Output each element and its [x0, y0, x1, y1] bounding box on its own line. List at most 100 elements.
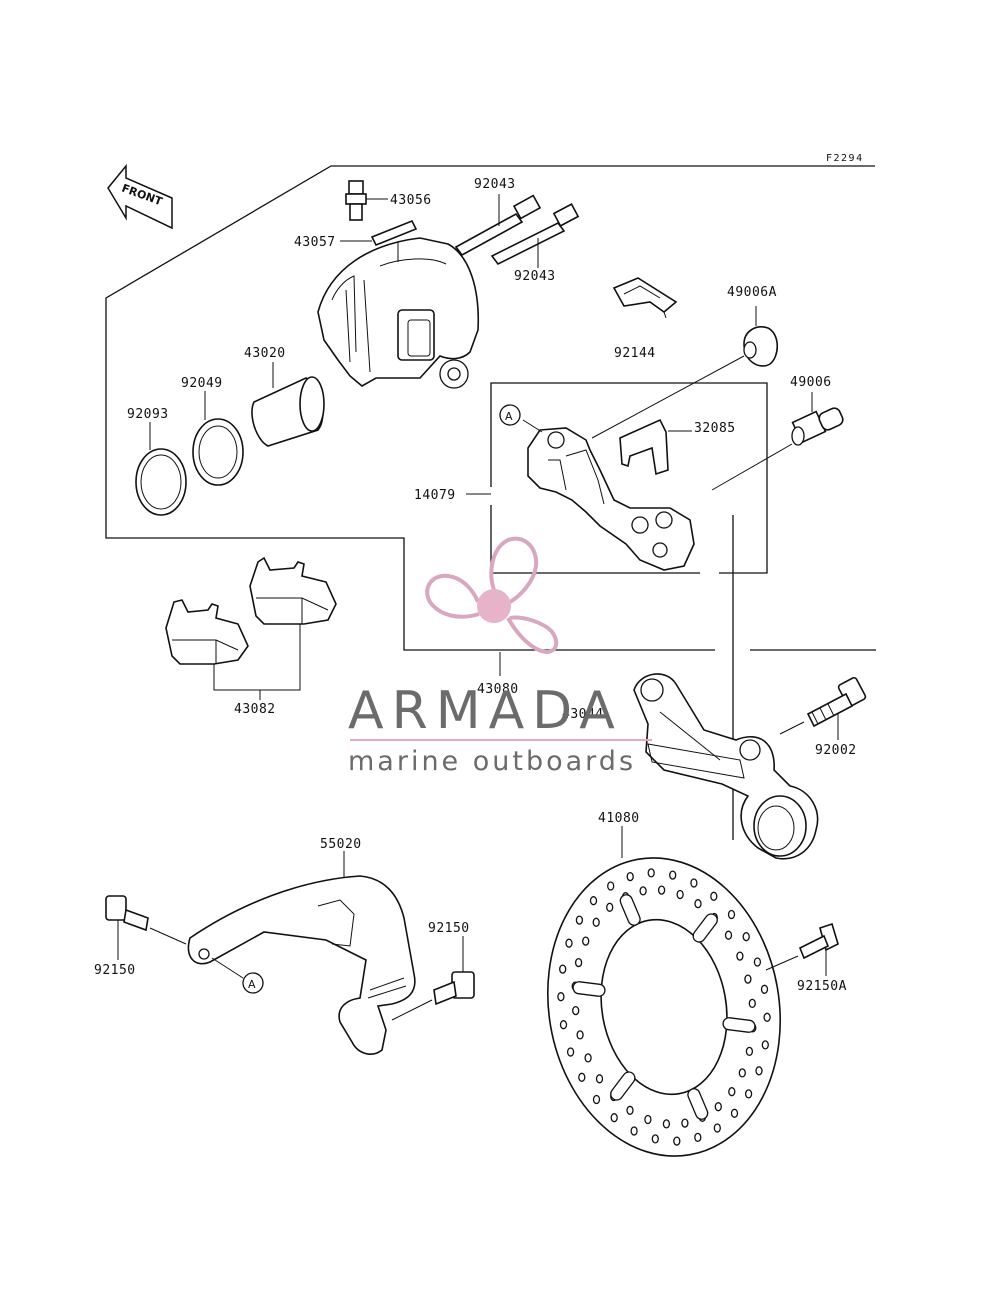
label-92150-left: 92150 [94, 963, 136, 978]
disc-drill-hole [592, 917, 600, 927]
callout-a-lower: A [211, 957, 264, 994]
disc-drill-hole [657, 885, 666, 895]
disc-drill-hole [710, 891, 718, 901]
label-92043-lower: 92043 [514, 269, 556, 284]
label-43082: 43082 [234, 702, 276, 717]
disc-drill-hole [610, 1113, 618, 1123]
disc-guard [187, 851, 416, 1055]
disc-drill-hole [578, 1072, 586, 1082]
pad-retainer [619, 418, 692, 476]
label-14079: 14079 [414, 488, 456, 503]
svg-text:A: A [505, 410, 513, 423]
label-92043-upper: 92043 [474, 177, 516, 192]
label-92144: 92144 [614, 346, 656, 361]
disc-drill-hole [566, 1047, 575, 1057]
disc-drill-hole [651, 1134, 659, 1144]
label-43020: 43020 [244, 346, 286, 361]
front-arrow-icon: FRONT [107, 163, 173, 230]
label-32085: 32085 [694, 421, 736, 436]
disc-drill-hole [727, 909, 736, 920]
disc-drill-hole [748, 998, 756, 1009]
disc-drill-hole [673, 1136, 681, 1146]
disc-slot [687, 1088, 709, 1120]
disc-bolt [765, 922, 839, 976]
disc-slot [722, 1017, 756, 1033]
pad-pin [340, 219, 418, 247]
disc-drill-hole [647, 868, 655, 878]
slide-pin-lower [490, 203, 580, 268]
brand-name: ARMADA [348, 681, 623, 741]
disc-drill-hole [662, 1119, 671, 1129]
label-49006A: 49006A [727, 285, 777, 300]
group-frame [105, 165, 876, 840]
piston [251, 362, 325, 447]
disc-drill-hole [681, 1118, 689, 1128]
disc-drill-hole [736, 951, 744, 961]
svg-text:A: A [248, 978, 256, 991]
label-92002: 92002 [815, 743, 857, 758]
disc-drill-hole [744, 1089, 753, 1099]
guard-bolt-right [391, 936, 475, 1021]
disc-drill-hole [763, 1012, 771, 1022]
disc-slot [692, 913, 718, 943]
disc-drill-hole [745, 1046, 754, 1057]
label-43057: 43057 [294, 235, 336, 250]
dust-seal [135, 422, 187, 516]
disc-drill-hole [694, 1132, 702, 1143]
disc-drill-hole [572, 1005, 580, 1016]
disc-drill-hole [639, 886, 647, 896]
disc-slot [572, 981, 606, 997]
disc-drill-hole [626, 871, 634, 882]
disc-drill-hole [744, 974, 752, 984]
disc-slot [610, 1071, 636, 1101]
piston-seal [192, 391, 244, 486]
disc-drill-hole [559, 1020, 568, 1030]
disc-drill-hole [730, 1108, 739, 1118]
disc-drill-hole [557, 992, 565, 1002]
disc-drill-hole [565, 938, 573, 948]
disc-drill-hole [584, 1053, 592, 1063]
label-92150A: 92150A [797, 979, 847, 994]
disc-drill-hole [676, 889, 684, 900]
holder-bolt [779, 676, 867, 740]
armada-logo: ARMADA marine outboards [348, 536, 652, 777]
disc-drill-hole [559, 964, 567, 974]
brake-disc [546, 826, 782, 1157]
label-43080: 43080 [477, 682, 519, 697]
disc-drill-hole [592, 1094, 601, 1105]
caliper-body [317, 237, 480, 389]
label-92049: 92049 [181, 376, 223, 391]
label-41080: 41080 [598, 811, 640, 826]
disc-drill-hole [738, 1068, 746, 1078]
disc-drill-hole [753, 957, 762, 967]
disc-drill-hole [582, 936, 590, 946]
disc-drill-hole [694, 899, 702, 909]
disc-drill-hole [728, 1087, 736, 1097]
caliper-bracket [466, 419, 695, 571]
disc-drill-hole [755, 1066, 763, 1076]
disc-drill-hole [626, 1105, 634, 1115]
disc-drill-hole [714, 1102, 722, 1112]
caliper-holder [633, 673, 819, 860]
disc-drill-hole [595, 1074, 604, 1084]
brake-pad-front [165, 599, 249, 665]
disc-drill-hole [589, 896, 598, 906]
disc-drill-hole [761, 1040, 769, 1050]
label-43044: 43044 [562, 707, 604, 722]
guard-bolt-left [105, 895, 187, 960]
label-92150-right: 92150 [428, 921, 470, 936]
disc-drill-hole [606, 902, 614, 912]
bleeder-valve [345, 180, 388, 221]
disc-drill-hole [713, 1123, 721, 1133]
slide-pin-upper [454, 194, 542, 257]
disc-slot [619, 894, 641, 926]
disc-drill-hole [690, 878, 698, 888]
disc-drill-hole [575, 915, 584, 925]
disc-drill-hole [742, 932, 750, 942]
disc-drill-hole [760, 984, 769, 994]
pad-spring [612, 277, 678, 319]
label-55020: 55020 [320, 837, 362, 852]
pin-sleeve [711, 392, 844, 491]
disc-drill-hole [669, 870, 677, 880]
